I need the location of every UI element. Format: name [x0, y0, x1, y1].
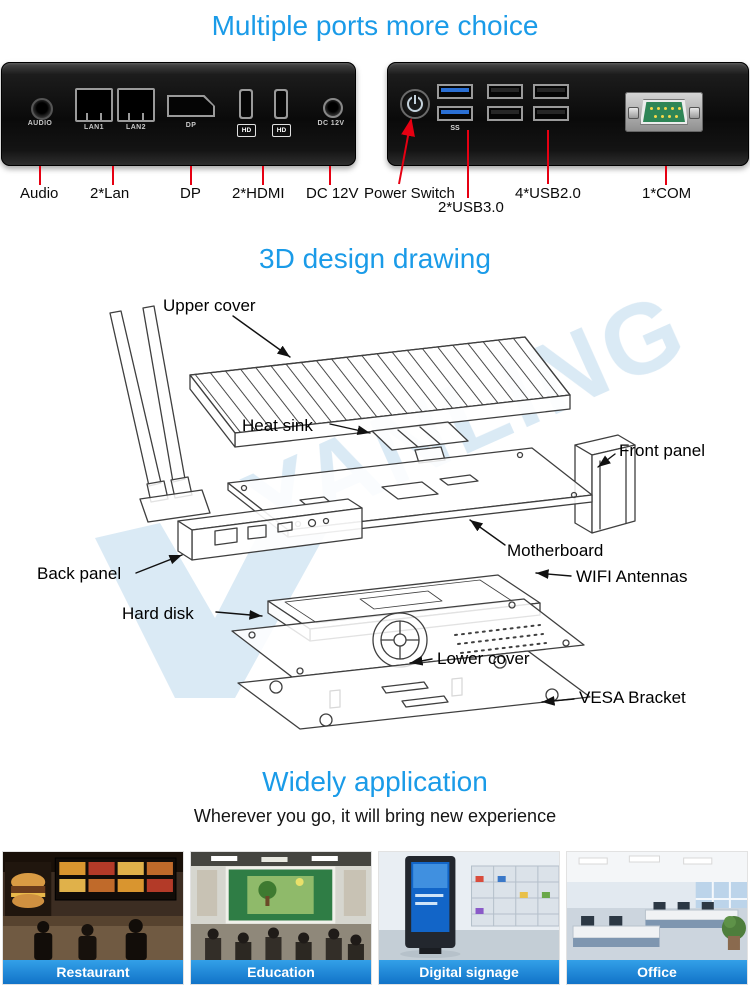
usb-tongue: [491, 110, 519, 114]
usb3-port-1: [437, 84, 473, 99]
lan2-port: [117, 88, 155, 122]
lan1-label: LAN1: [84, 124, 104, 131]
label-vesa-bracket: VESA Bracket: [579, 688, 686, 707]
usb-tongue: [491, 88, 519, 92]
application-cards: Restaurant Education: [3, 852, 747, 984]
power-icon-bar: [414, 95, 416, 104]
usb-slot: [535, 86, 567, 97]
callout-lan: 2*Lan: [90, 185, 130, 202]
displayport-slot: [169, 97, 213, 115]
hdmi-port-2: [274, 89, 288, 119]
usb-slot: [439, 108, 471, 119]
callout-arrows: [135, 315, 616, 706]
usb3-port-2: [437, 106, 473, 121]
usb2-port-2: [487, 106, 523, 121]
com-port: [625, 92, 703, 132]
application-card-education: Education: [191, 852, 371, 984]
card-label-restaurant: Restaurant: [3, 960, 183, 984]
usb-tongue: [537, 110, 565, 114]
displayport-port: [167, 95, 215, 117]
rear-panel-photo: AUDIO LAN1 LAN2 DP HD HD DC 12V: [1, 62, 356, 166]
callout-dc: DC 12V: [306, 185, 359, 202]
lower-cover-part: [231, 598, 585, 678]
upper-cover-part: [189, 336, 571, 448]
label-upper-cover: Upper cover: [163, 296, 256, 315]
audio-jack-label: AUDIO: [27, 120, 53, 127]
application-section-title: Widely application: [262, 766, 488, 797]
back-panel-part: [177, 498, 363, 561]
vesa-bracket-part: [237, 650, 591, 730]
application-subtitle: Wherever you go, it will bring new exper…: [193, 806, 557, 826]
hex-nut-left: [628, 107, 639, 119]
lan2-label: LAN2: [126, 124, 146, 131]
front-panel-part: [574, 434, 636, 534]
usb-slot: [535, 108, 567, 119]
restaurant-photo: [3, 852, 183, 960]
hdmi-slot: [276, 91, 286, 117]
dc-jack: [323, 98, 343, 118]
application-card-digital-signage: Digital signage: [379, 852, 559, 984]
usb2-port-3: [533, 84, 569, 99]
callout-dp: DP: [180, 185, 201, 202]
education-photo: [191, 852, 371, 960]
com-pins-row2: [654, 115, 657, 118]
lan1-port: [75, 88, 113, 122]
callout-audio: Audio: [20, 185, 59, 202]
audio-jack: [31, 98, 53, 120]
lan-port-tab: [86, 113, 102, 122]
callout-com: 1*COM: [642, 185, 692, 202]
office-photo: [567, 852, 747, 960]
label-wifi-antennas: WIFI Antennas: [576, 567, 688, 586]
label-front-panel: Front panel: [619, 441, 705, 460]
red-callout-lines: [39, 118, 667, 198]
callout-usb3: 2*USB3.0: [438, 199, 504, 216]
usb2-port-1: [487, 84, 523, 99]
dp-label: DP: [185, 122, 197, 129]
usb-slot: [439, 86, 471, 97]
lan-port-tab: [128, 113, 144, 122]
design-section-title: 3D design drawing: [259, 243, 491, 274]
front-panel-photo: SS: [387, 62, 749, 166]
card-label-office: Office: [567, 960, 747, 984]
usb-tongue: [441, 88, 469, 92]
hd-badge-1: HD: [237, 124, 256, 137]
heat-sink-part: [371, 421, 469, 464]
com-dsub: [643, 102, 685, 122]
usb-slot: [489, 108, 521, 119]
com-pins-row1: [650, 107, 653, 110]
ports-section-title: Multiple ports more choice: [211, 10, 539, 41]
hdmi-slot: [241, 91, 251, 117]
digital-signage-photo: [379, 852, 559, 960]
hdmi-port-1: [239, 89, 253, 119]
label-hard-disk: Hard disk: [122, 604, 194, 623]
card-label-education: Education: [191, 960, 371, 984]
callout-hdmi: 2*HDMI: [232, 185, 285, 202]
wifi-antennas-part: [109, 305, 211, 523]
power-button: [400, 89, 430, 119]
application-card-office: Office: [567, 852, 747, 984]
label-lower-cover: Lower cover: [437, 649, 530, 668]
label-heat-sink: Heat sink: [242, 416, 313, 435]
hd-badge-2: HD: [272, 124, 291, 137]
application-card-restaurant: Restaurant: [3, 852, 183, 984]
hex-nut-right: [689, 107, 700, 119]
exploded-view-drawing: YANLING: [95, 283, 703, 730]
usb-tongue: [537, 88, 565, 92]
label-back-panel: Back panel: [37, 564, 122, 583]
card-label-digital-signage: Digital signage: [379, 960, 559, 984]
label-motherboard: Motherboard: [507, 541, 604, 560]
usb-tongue: [441, 110, 469, 114]
usb2-port-4: [533, 106, 569, 121]
usb3-ss-mark: SS: [450, 125, 460, 132]
usb-slot: [489, 86, 521, 97]
dc-jack-label: DC 12V: [317, 120, 345, 127]
callout-power: Power Switch: [364, 185, 455, 202]
callout-usb2: 4*USB2.0: [515, 185, 581, 202]
